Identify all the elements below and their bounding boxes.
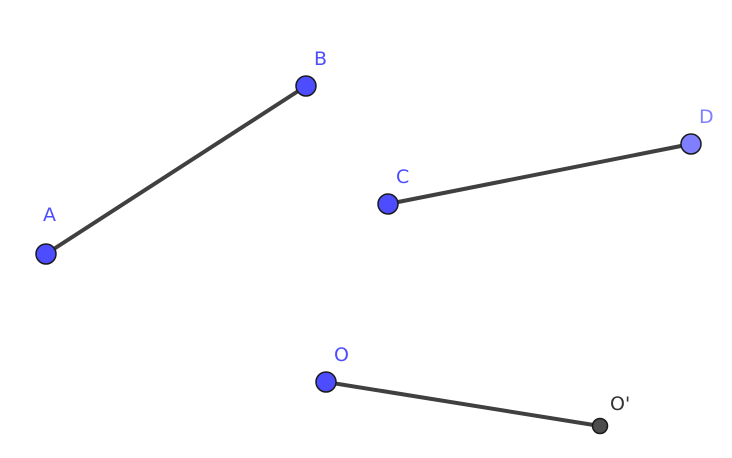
point-b[interactable] [295,75,317,97]
point-d[interactable] [680,133,702,155]
segment-cd[interactable] [386,142,693,206]
segment-oo-prime[interactable] [324,380,602,428]
label-o-prime: O' [610,393,630,415]
label-b: B [314,48,327,70]
label-d: D [699,106,714,128]
label-o: O [334,344,349,366]
point-c[interactable] [377,193,399,215]
segment-ab[interactable] [44,84,308,256]
point-a[interactable] [35,243,57,265]
label-c: C [396,166,409,188]
point-o[interactable] [315,371,337,393]
label-a: A [43,204,56,226]
point-o-prime[interactable] [591,417,609,435]
